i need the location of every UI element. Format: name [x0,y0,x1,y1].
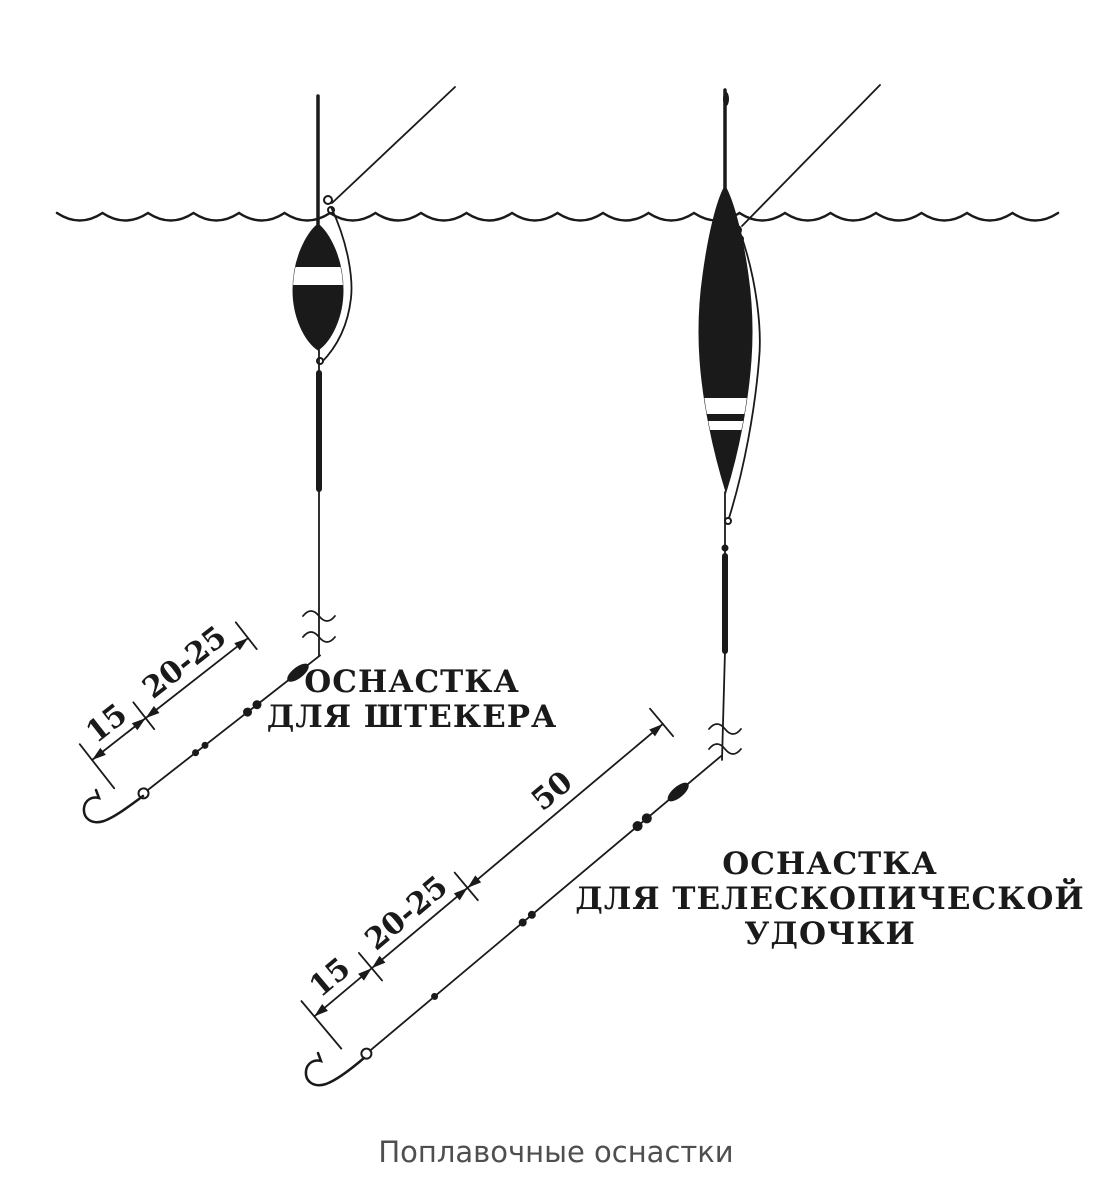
pole-rig-label-line2: ДЛЯ ШТЕКЕРА [267,699,558,735]
keel-stop-bead [721,544,729,552]
telescopic-terminal-line [365,755,722,1055]
dim-arrowhead [467,875,482,888]
dim-arrowhead [314,1003,328,1017]
olive-weight [287,663,309,682]
split-shot [243,707,253,717]
pole-line-ring-top [323,195,333,205]
pole-terminal-line-group: 15 20-25 [78,619,321,800]
telescopic-line-break-mark-2 [708,743,742,755]
split-shot [252,700,262,710]
dim-line [91,637,249,761]
split-shot [201,741,209,749]
antenna-top-mark [723,92,729,106]
telescopic-float-white-band-2 [699,421,752,430]
dim-tick [234,621,258,651]
dim-label-20-25: 20-25 [136,619,233,706]
dim-arrowhead [649,723,663,737]
dim-arrowhead [234,638,249,651]
pole-rig-label-line1: ОСНАСТКА [304,664,519,700]
telescopic-hook-eye [360,1047,373,1060]
telescopic-rig-label-line2: ДЛЯ ТЕЛЕСКОПИЧЕСКОЙ [575,877,1084,917]
dim-arrowhead [371,955,386,969]
dim-label-15: 15 [80,697,134,750]
dim-label-15: 15 [303,951,357,1005]
pole-float-body [292,223,344,351]
dim-arrowhead [358,968,372,981]
dim-arrowhead [131,718,146,731]
dim-arrowhead [145,705,160,719]
telescopic-float-white-band-1 [699,398,752,414]
dim-tick [649,707,675,738]
diagram-caption: Поплавочные оснастки [378,1135,733,1169]
telescopic-float-bottom-ring [724,517,732,525]
telescopic-float-body [698,184,753,494]
split-shot [527,910,536,919]
split-shot [192,749,200,757]
dim-arrowhead [92,747,106,760]
dim-label-50: 50 [525,764,579,818]
water-surface-line [55,211,1060,222]
telescopic-rod-line [741,84,881,227]
telescopic-main-line [721,650,726,761]
telescopic-rig-label-line1: ОСНАСТКА [722,846,937,882]
telescopic-line-break-mark-1 [708,723,742,735]
split-shot [641,813,652,824]
pole-hook-eye [137,787,150,800]
split-shot [632,821,643,832]
telescopic-rig-label-line3: УДОЧКИ [744,916,916,952]
pole-float-bottom-ring [316,357,324,365]
telescopic-float-side-line [728,231,761,519]
dim-tick [453,871,479,902]
telescopic-hook [304,1051,366,1087]
telescopic-float-rig: 15 20-25 50 ОСНАСТКА ДЛЯ ТЕЛЕСКОПИЧЕСКОЙ… [300,84,1084,1087]
dim-label-20-25: 20-25 [359,869,455,957]
split-shot [431,992,439,1000]
pole-line-break-mark-1 [302,610,336,622]
pole-float-side-line [320,206,353,364]
dim-tick [300,1000,343,1050]
dim-tick [132,701,156,731]
pole-rod-line [331,86,456,204]
telescopic-terminal-line-group: 15 20-25 50 [300,707,722,1060]
dim-arrowhead [453,887,468,901]
dim-tick [357,952,383,982]
dim-tick [78,743,116,790]
pole-line-break-mark-2 [302,631,336,643]
pole-hook [82,788,145,824]
pole-float-white-band [293,267,343,285]
split-shot [518,918,527,927]
olive-weight [667,782,689,802]
pole-float-rig: 15 20-25 ОСНАСТКА ДЛЯ ШТЕКЕРА [78,86,558,824]
